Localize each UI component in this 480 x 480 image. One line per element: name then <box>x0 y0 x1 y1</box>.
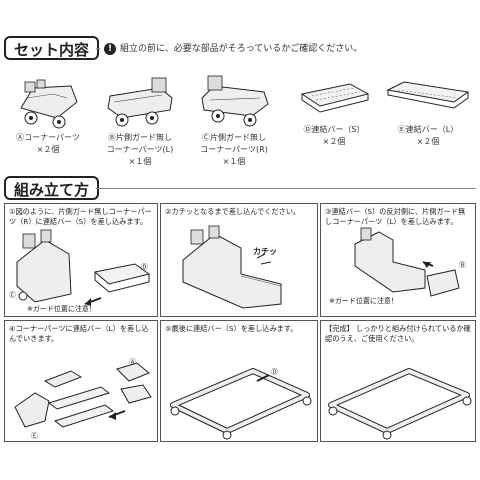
step-3-text: ③連結バー（S）の反対側に、片側ガード無しコーナーパーツ（L）を差し込みます。 <box>325 207 466 226</box>
info-icon: ! <box>104 43 116 55</box>
part-bar-l: Ⓔ連結バー（L） ×２個 <box>384 68 472 148</box>
assembly-header: 組み立て方 <box>0 176 480 202</box>
divider <box>96 48 100 49</box>
divider <box>96 188 476 189</box>
step-1-guard-note: ※ガード位置に注意！ <box>27 305 96 313</box>
set-contents-title: セット内容 <box>4 36 100 60</box>
part-label-corner: Ⓐコーナーパーツ ×２個 <box>16 133 80 154</box>
part-corner-r: Ⓒ片側ガード無し コーナーパーツ(R) ×１個 <box>190 68 278 168</box>
part-label-bar-s: Ⓓ連結バー（S） ×２個 <box>303 125 365 146</box>
bar-l-part-illustration <box>386 81 470 109</box>
step-4-callout-e: Ⓔ <box>31 432 38 440</box>
step-1-callout-c: Ⓒ <box>9 291 16 299</box>
step-1-callout-d: Ⓓ <box>141 263 148 271</box>
set-note-text: 組立の前に、必要な部品がそろっているかご確認ください。 <box>120 44 363 54</box>
step-5-text: ⑤最後に連結バー（S）を差し込みます。 <box>165 324 298 333</box>
bar-s-part-illustration <box>300 83 370 113</box>
step-3-panel: ③連結バー（S）の反対側に、片側ガード無しコーナーパーツ（L）を差し込みます。 … <box>320 203 476 317</box>
part-bar-s: Ⓓ連結バー（S） ×２個 <box>290 68 378 148</box>
part-label-bar-l: Ⓔ連結バー（L） ×２個 <box>397 125 459 146</box>
assembly-title: 組み立て方 <box>4 176 100 200</box>
part-corner: Ⓐコーナーパーツ ×２個 <box>4 68 92 156</box>
step-6-panel: 【完成】 しっかりと組み付けられているか確認のうえ、ご使用ください。 <box>320 320 476 442</box>
step-1-text: ①図のように、片側ガード無しコーナーパーツ（R）に連結バー（S）を差し込みます。 <box>9 207 152 226</box>
step-4-panel: ④コーナーパーツに連結バー（L）を差し込んでいきます。 Ⓐ Ⓔ <box>4 320 158 442</box>
set-contents-header: セット内容 ! 組立の前に、必要な部品がそろっているかご確認ください。 <box>0 36 480 62</box>
step-6-illustration <box>328 368 472 440</box>
step-4-callout-a: Ⓐ <box>129 358 136 366</box>
step-5-callout-d: Ⓓ <box>271 368 278 376</box>
step-5-illustration <box>170 368 312 440</box>
set-contents-note: ! 組立の前に、必要な部品がそろっているかご確認ください。 <box>104 41 362 55</box>
part-label-corner-l: Ⓑ片側ガード無し コーナーパーツ(L) ×１個 <box>106 133 174 166</box>
corner-part-illustration <box>20 79 78 129</box>
step-3-callout-b: Ⓑ <box>459 261 466 269</box>
step-2-click-sound: カチッ <box>253 247 277 256</box>
part-corner-l: Ⓑ片側ガード無し コーナーパーツ(L) ×１個 <box>96 68 184 168</box>
part-label-corner-r: Ⓒ片側ガード無し コーナーパーツ(R) ×１個 <box>200 133 268 166</box>
step-2-panel: ②カチッとなるまで差し込んでください。 カチッ <box>160 203 318 317</box>
step-6-text: 【完成】 しっかりと組み付けられているか確認のうえ、ご使用ください。 <box>325 324 471 343</box>
step-2-text: ②カチッとなるまで差し込んでください。 <box>165 207 301 216</box>
step-2-illustration <box>182 225 282 309</box>
step-3-guard-note: ※ガード位置に注意！ <box>329 297 398 305</box>
step-3-illustration <box>354 227 460 297</box>
step-4-text: ④コーナーパーツに連結バー（L）を差し込んでいきます。 <box>9 324 149 343</box>
step-5-panel: ⑤最後に連結バー（S）を差し込みます。 Ⓓ <box>160 320 318 442</box>
step-1-illustration <box>16 229 151 306</box>
step-4-illustration <box>14 362 152 428</box>
corner-r-part-illustration <box>201 75 269 127</box>
corner-l-part-illustration <box>107 77 173 127</box>
step-1-panel: ①図のように、片側ガード無しコーナーパーツ（R）に連結バー（S）を差し込みます。… <box>4 203 158 317</box>
